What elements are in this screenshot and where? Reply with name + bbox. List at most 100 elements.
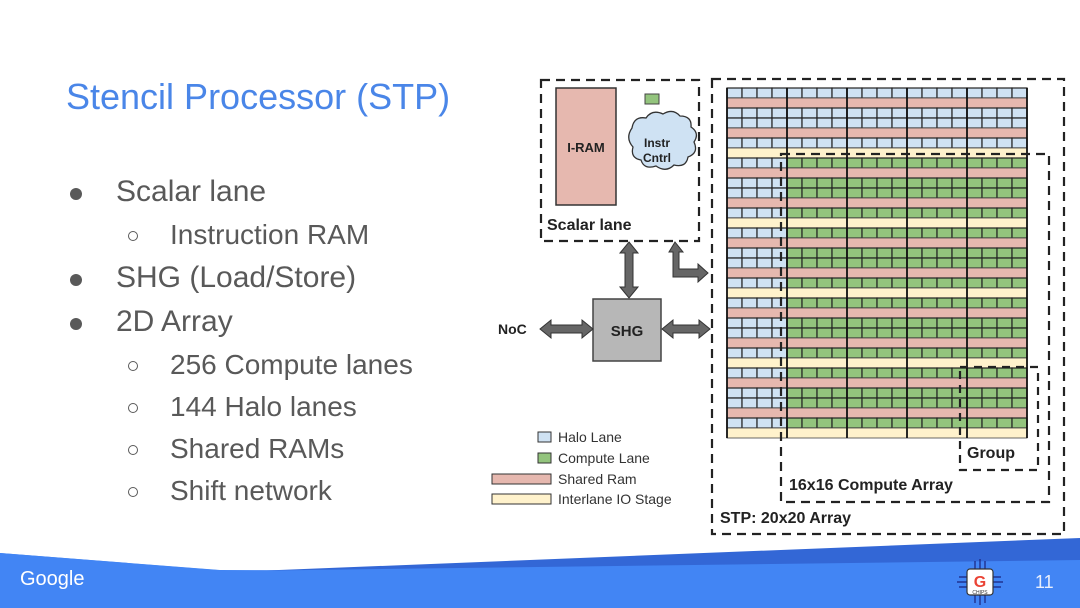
halo-lane [876, 117, 893, 129]
compute-lane [921, 227, 938, 239]
halo-lane [756, 117, 773, 129]
compute-lane [951, 297, 968, 309]
halo-lane [981, 137, 998, 149]
compute-lane [981, 317, 998, 329]
compute-lane [981, 247, 998, 259]
compute-lane [981, 417, 998, 429]
compute-lane [936, 417, 953, 429]
halo-lane [876, 137, 893, 149]
compute-lane [921, 187, 938, 199]
google-logo: Google [20, 568, 85, 590]
sub-bullet-ring-icon [128, 487, 138, 497]
legend-shared-ram: Shared Ram [558, 471, 637, 487]
shg-block [592, 298, 662, 362]
compute-lane [846, 347, 863, 359]
compute-lane [1011, 417, 1028, 429]
compute-lane [966, 327, 983, 339]
compute-lane [981, 207, 998, 219]
compute-lane [981, 177, 998, 189]
compute-lane [906, 397, 923, 409]
bullet-2d-array: 2D Array [66, 300, 413, 344]
shared-ram-row [726, 267, 1028, 279]
bullet-dot-icon [70, 188, 82, 200]
compute-lane [906, 347, 923, 359]
halo-lane [741, 157, 758, 169]
compute-lane [786, 157, 803, 169]
halo-lane [891, 87, 908, 99]
compute-lane [1011, 207, 1028, 219]
compute-lane [996, 207, 1013, 219]
halo-lane [771, 107, 788, 119]
compute-lane [936, 207, 953, 219]
compute-lane [921, 157, 938, 169]
compute-lane [876, 317, 893, 329]
compute-lane [891, 277, 908, 289]
compute-lane [1011, 257, 1028, 269]
halo-lane [801, 87, 818, 99]
noc-label: NoC [498, 321, 527, 337]
io-stage-row [726, 217, 1028, 229]
compute-lane [921, 367, 938, 379]
halo-lane [861, 137, 878, 149]
compute-lane [936, 187, 953, 199]
compute-lane [966, 387, 983, 399]
halo-lane [756, 137, 773, 149]
halo-lane [906, 117, 923, 129]
halo-lane [831, 137, 848, 149]
compute-lane [966, 347, 983, 359]
halo-lane [1011, 117, 1028, 129]
compute-lane [801, 367, 818, 379]
compute-lane [786, 317, 803, 329]
compute-lane [891, 157, 908, 169]
compute-lane [921, 247, 938, 259]
compute-lane [996, 257, 1013, 269]
legend-swatch-compute [537, 452, 552, 464]
svg-text:CHIPS: CHIPS [972, 590, 988, 596]
compute-lane [1011, 347, 1028, 359]
compute-lane [816, 297, 833, 309]
compute-lane [786, 177, 803, 189]
halo-lane [771, 327, 788, 339]
compute-lane [966, 247, 983, 259]
halo-lane [771, 317, 788, 329]
halo-lane [801, 137, 818, 149]
compute-lane [906, 257, 923, 269]
compute-lane [966, 367, 983, 379]
compute-lane [966, 417, 983, 429]
halo-lane [741, 417, 758, 429]
compute-lane [951, 257, 968, 269]
halo-lane [1011, 107, 1028, 119]
compute-lane [996, 317, 1013, 329]
compute-lane [891, 247, 908, 259]
bullet-list: Scalar lane Instruction RAM SHG (Load/St… [66, 170, 413, 512]
compute-lane [861, 397, 878, 409]
compute-lane [966, 297, 983, 309]
halo-lane [771, 117, 788, 129]
halo-lane [801, 107, 818, 119]
halo-lane [951, 117, 968, 129]
compute-lane [921, 257, 938, 269]
halo-lane [981, 87, 998, 99]
compute-lane [966, 157, 983, 169]
compute-lane [816, 177, 833, 189]
halo-lane [876, 107, 893, 119]
compute-array-label: 16x16 Compute Array [789, 477, 953, 494]
compute-lane [876, 417, 893, 429]
sub-bullet-instruction-ram: Instruction RAM [66, 214, 413, 256]
compute-lane [981, 187, 998, 199]
compute-lane [786, 207, 803, 219]
shared-ram-row [726, 337, 1028, 349]
compute-lane [876, 367, 893, 379]
halo-lane [996, 137, 1013, 149]
halo-lane [996, 117, 1013, 129]
compute-lane [996, 367, 1013, 379]
shared-ram-row [726, 307, 1028, 319]
halo-lane [1011, 137, 1028, 149]
compute-lane [936, 367, 953, 379]
svg-text:G: G [974, 574, 986, 591]
compute-lane [846, 417, 863, 429]
compute-lane [831, 397, 848, 409]
stp-array-label: STP: 20x20 Array [720, 510, 851, 527]
halo-lane [726, 397, 743, 409]
halo-lane [771, 137, 788, 149]
